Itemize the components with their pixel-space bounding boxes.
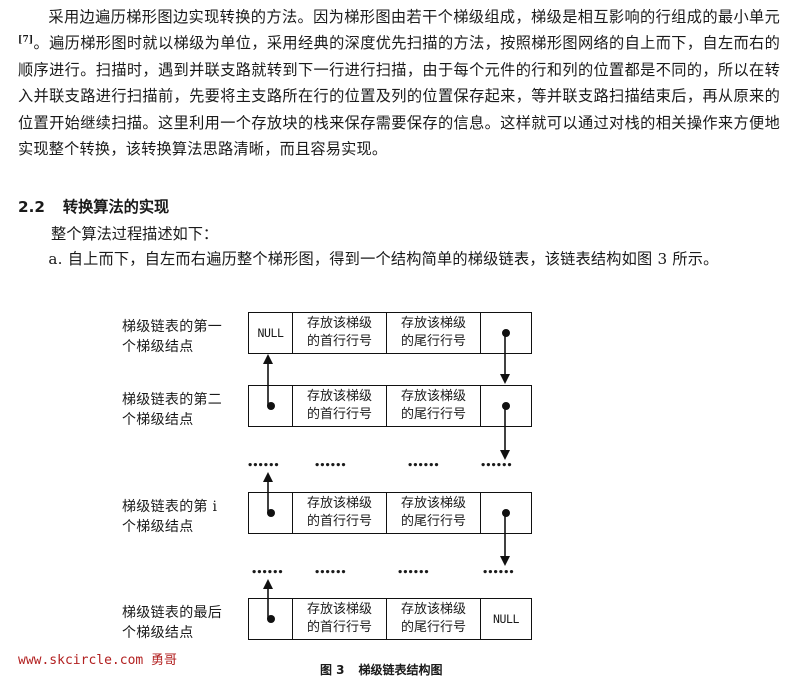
- cell-text-line1: 存放该梯级: [306, 602, 372, 617]
- first-row-number-cell: 存放该梯级的首行行号: [293, 599, 387, 639]
- null-text: NULL: [257, 326, 284, 340]
- cell-text-line1: 存放该梯级: [400, 496, 466, 511]
- row-label-3: 梯级链表的第 i 个梯级结点: [122, 497, 246, 537]
- cell-text-line1: 存放该梯级: [400, 389, 466, 404]
- list-node-i: 存放该梯级的首行行号 存放该梯级的尾行行号: [248, 492, 532, 534]
- watermark: www.skcircle.com 勇哥: [18, 653, 178, 668]
- ellipsis-marker: ......: [397, 557, 430, 578]
- arrowhead-up-icon: [263, 472, 273, 482]
- ellipsis-marker: ......: [482, 557, 515, 578]
- cell-text-line1: 存放该梯级: [400, 602, 466, 617]
- pointer-dot-icon: [266, 509, 275, 517]
- row-label-2-line2: 个梯级结点: [122, 412, 194, 428]
- prev-pointer-cell: [249, 386, 293, 426]
- prev-pointer-cell: [249, 493, 293, 533]
- null-text: NULL: [492, 612, 520, 626]
- next-pointer-cell: [481, 386, 531, 426]
- row-label-2: 梯级链表的第二 个梯级结点: [122, 390, 246, 430]
- first-row-number-cell: 存放该梯级的首行行号: [293, 386, 387, 426]
- arrowhead-down-icon: [500, 374, 510, 384]
- paragraph-1-text-a: 采用边遍历梯形图边实现转换的方法。因为梯形图由若干个梯级组成，梯级是相互影响的行…: [48, 8, 780, 26]
- figure-caption: 图 3 梯级链表结构图: [320, 661, 443, 678]
- next-pointer-cell: [481, 493, 531, 533]
- last-row-number-cell: 存放该梯级的尾行行号: [387, 386, 481, 426]
- section-number: 2.2: [18, 198, 45, 216]
- first-row-number-cell: 存放该梯级的首行行号: [293, 313, 387, 353]
- paragraph-2: a. 自上而下，自左而右遍历整个梯形图，得到一个结构简单的梯级链表，该链表结构如…: [48, 250, 719, 268]
- last-row-number-cell: 存放该梯级的尾行行号: [387, 599, 481, 639]
- section-title: 转换算法的实现: [62, 198, 170, 216]
- row-label-4-line1: 梯级链表的最后: [122, 605, 223, 621]
- last-row-number-cell: 存放该梯级的尾行行号: [387, 313, 481, 353]
- cell-text-line1: 存放该梯级: [306, 496, 372, 511]
- pointer-dot-icon: [502, 329, 510, 337]
- pointer-dot-icon: [502, 402, 510, 410]
- cell-text-line1: 存放该梯级: [306, 389, 372, 404]
- pointer-dot-icon: [502, 509, 510, 517]
- cell-text-line2: 的尾行行号: [400, 514, 466, 529]
- figure-title: 梯级链表结构图: [358, 663, 443, 677]
- cell-text-line2: 的首行行号: [306, 407, 372, 422]
- cell-text-line2: 的尾行行号: [400, 407, 466, 422]
- prev-pointer-cell: [249, 599, 293, 639]
- next-pointer-cell: NULL: [481, 599, 531, 639]
- paragraph-1: 采用边遍历梯形图边实现转换的方法。因为梯形图由若干个梯级组成，梯级是相互影响的行…: [18, 4, 780, 162]
- cell-text-line1: 存放该梯级: [306, 316, 372, 331]
- citation-ref[interactable]: [7]: [18, 35, 34, 46]
- list-node-last: 存放该梯级的首行行号 存放该梯级的尾行行号 NULL: [248, 598, 532, 640]
- arrowhead-up-icon: [263, 579, 273, 589]
- row-label-1-line2: 个梯级结点: [122, 339, 194, 355]
- ellipsis-marker: ......: [251, 557, 284, 578]
- row-label-3-line2: 个梯级结点: [122, 519, 194, 535]
- row-label-1-line1: 梯级链表的第一: [122, 319, 223, 335]
- first-row-number-cell: 存放该梯级的首行行号: [293, 493, 387, 533]
- ellipsis-marker: ......: [407, 450, 440, 471]
- arrowhead-up-icon: [263, 354, 273, 364]
- row-label-2-line1: 梯级链表的第二: [122, 392, 223, 408]
- section-heading: 2.2 转换算法的实现: [18, 194, 169, 220]
- prev-pointer-cell: NULL: [249, 313, 293, 353]
- row-label-4: 梯级链表的最后 个梯级结点: [122, 603, 246, 643]
- row-label-1: 梯级链表的第一 个梯级结点: [122, 317, 246, 357]
- ellipsis-marker: ......: [247, 450, 280, 471]
- ellipsis-marker: ......: [314, 450, 347, 471]
- cell-text-line1: 存放该梯级: [400, 316, 466, 331]
- cell-text-line2: 的首行行号: [306, 514, 372, 529]
- ellipsis-marker: ......: [480, 450, 513, 471]
- pointer-dot-icon: [266, 615, 275, 623]
- figure-number: 图 3: [320, 663, 345, 677]
- pointer-dot-icon: [266, 402, 275, 410]
- cell-text-line2: 的首行行号: [306, 334, 372, 349]
- intro-line: 整个算法过程描述如下：: [51, 225, 219, 243]
- list-node-second: 存放该梯级的首行行号 存放该梯级的尾行行号: [248, 385, 532, 427]
- cell-text-line2: 的尾行行号: [400, 620, 466, 635]
- last-row-number-cell: 存放该梯级的尾行行号: [387, 493, 481, 533]
- list-node-first: NULL 存放该梯级的首行行号 存放该梯级的尾行行号: [248, 312, 532, 354]
- cell-text-line2: 的尾行行号: [400, 334, 466, 349]
- ellipsis-marker: ......: [314, 557, 347, 578]
- next-pointer-cell: [481, 313, 531, 353]
- row-label-4-line2: 个梯级结点: [122, 625, 194, 641]
- row-label-3-line1: 梯级链表的第 i: [122, 499, 218, 515]
- paragraph-1-text-b: 。遍历梯形图时就以梯级为单位，采用经典的深度优先扫描的方法，按照梯形图网络的自上…: [18, 34, 780, 159]
- cell-text-line2: 的首行行号: [306, 620, 372, 635]
